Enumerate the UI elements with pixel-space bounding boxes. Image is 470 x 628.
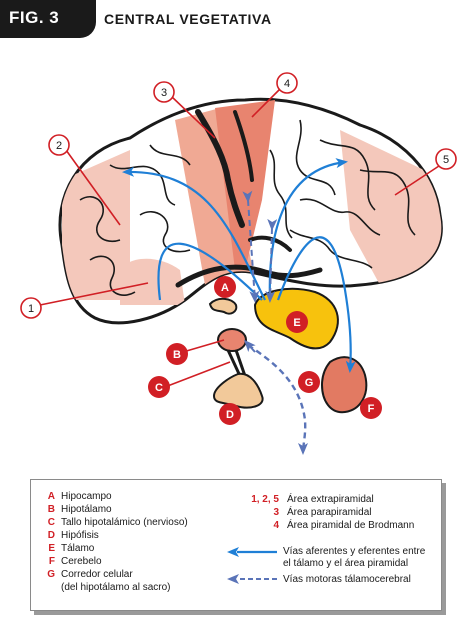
legend-solid-arrow-text-2: el tálamo y el área piramidal	[283, 558, 409, 569]
figure-tag: FIG. 3	[0, 0, 96, 38]
callout-G: G	[298, 371, 320, 393]
legend-box: A Hipocampo B Hipotálamo C Tallo hipotal…	[30, 479, 442, 611]
svg-text:B: B	[173, 349, 181, 361]
svg-text:E: E	[293, 317, 300, 329]
callout-C: C	[148, 376, 170, 398]
callout-B: B	[166, 343, 188, 365]
page-title: CENTRAL VEGETATIVA	[104, 11, 272, 27]
svg-text:4: 4	[284, 78, 290, 90]
svg-text:2: 2	[56, 140, 62, 152]
figure-tag-text: FIG. 3	[9, 8, 60, 27]
legend-item-G-extra: (del hipotálamo al sacro)	[61, 582, 171, 593]
legend-solid-arrow-text-1: Vías aferentes y eferentes entre	[283, 546, 426, 557]
svg-text:C: C	[155, 382, 163, 394]
legend-arrow-samples	[227, 547, 277, 584]
area-1-shade	[120, 258, 185, 305]
callout-leaders	[39, 85, 446, 388]
cerebellum-shape	[320, 356, 368, 414]
callout-2: 2	[48, 134, 70, 156]
motor-pathway-arrows	[242, 190, 309, 455]
area-5-shade	[340, 130, 442, 285]
svg-text:G: G	[305, 377, 314, 389]
callout-A: A	[214, 276, 236, 298]
callout-E: E	[286, 311, 308, 333]
svg-text:A: A	[221, 282, 229, 294]
legend-dashed-arrow-text: Vías motoras tálamocerebral	[283, 574, 411, 585]
svg-text:D: D	[226, 409, 234, 421]
callout-F: F	[360, 397, 382, 419]
callout-1: 1	[20, 297, 42, 319]
area-4-shade	[215, 100, 275, 270]
svg-text:3: 3	[161, 87, 167, 99]
callout-4: 4	[276, 72, 298, 94]
hypothalamic-stalk	[234, 349, 247, 377]
pituitary-shape	[212, 372, 264, 409]
hippocampus-shape	[208, 297, 238, 315]
callout-D: D	[219, 403, 241, 425]
callout-3: 3	[153, 81, 175, 103]
svg-text:1: 1	[28, 303, 34, 315]
svg-text:5: 5	[443, 154, 449, 166]
callout-5: 5	[435, 148, 457, 170]
svg-text:F: F	[368, 403, 375, 415]
